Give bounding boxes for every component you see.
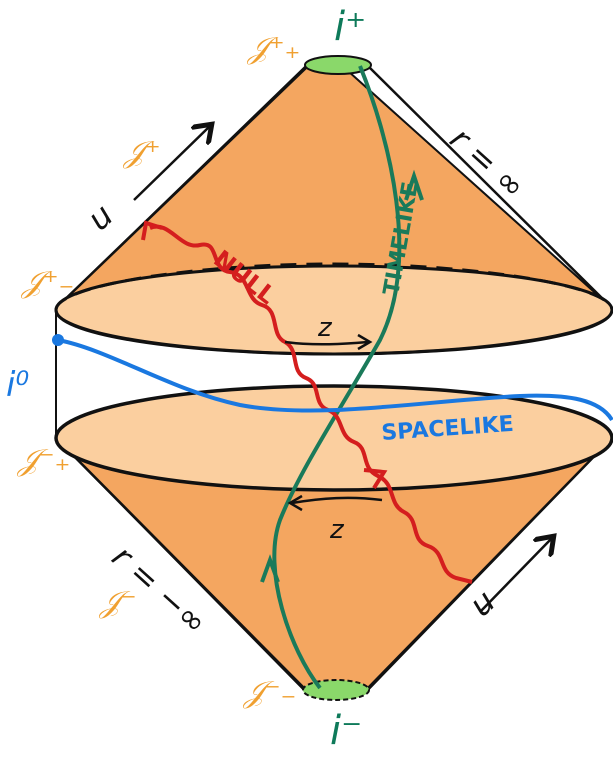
z-top-arrow <box>284 340 369 346</box>
timelike-arrow-top <box>404 169 424 201</box>
i-minus-point <box>302 679 370 701</box>
timelike-curve <box>272 65 402 690</box>
null-arrow-top <box>141 220 163 241</box>
null-curve <box>149 224 473 584</box>
spacelike-curve <box>57 338 613 422</box>
scri-plus-minus-label: 𝒥⁺₋ <box>20 265 74 300</box>
i-zero-label: i⁰ <box>6 365 29 405</box>
null-arrow-mid <box>363 468 388 490</box>
i-minus-label: i⁻ <box>330 708 362 754</box>
u-bottom-arrow <box>479 538 552 613</box>
u-top-label: u <box>80 196 120 238</box>
z-bottom-label: z <box>329 515 345 545</box>
lower-disk <box>54 384 613 492</box>
scri-minus-minus-label: 𝒥⁻₋ <box>242 675 296 710</box>
u-top-arrow <box>133 126 210 201</box>
scri-plus-label: 𝒥⁺ <box>122 135 161 170</box>
i-plus-point <box>304 55 372 75</box>
scri-plus-plus-label: 𝒥⁺₊ <box>246 31 300 66</box>
z-bottom-arrow <box>291 496 383 505</box>
scri-minus-plus-label: 𝒥⁻₊ <box>16 443 70 478</box>
spacelike-start-point <box>52 334 64 346</box>
z-top-label: z <box>317 313 333 343</box>
i-plus-label: i⁺ <box>334 4 366 50</box>
scri-minus-label: 𝒥⁻ <box>98 585 137 620</box>
timelike-arrow-bottom <box>260 554 280 583</box>
u-bottom-label: u <box>462 582 502 624</box>
